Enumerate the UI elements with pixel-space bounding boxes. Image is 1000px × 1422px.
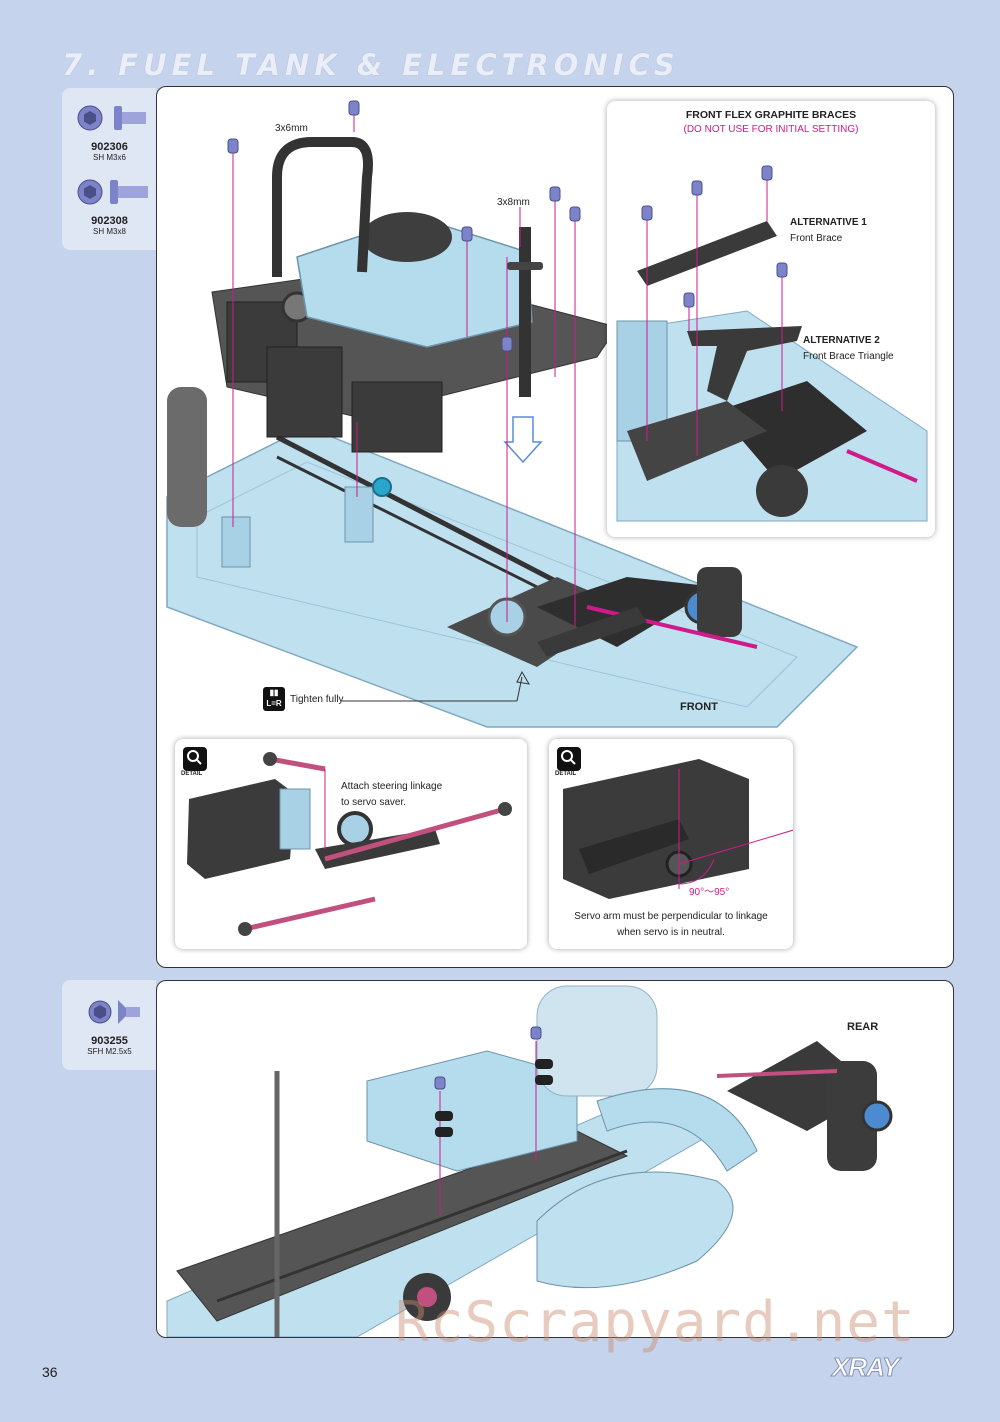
part-code: 903255 [91,1035,128,1047]
alt2-desc: Front Brace Triangle [803,351,894,362]
part-code: 902306 [91,141,128,153]
detail-magnify-icon [183,747,207,771]
tighten-label: Tighten fully [290,694,344,705]
assembly-panel-rear: REAR [156,980,954,1338]
front-label: FRONT [680,701,718,713]
label-3x6mm: 3x6mm [275,123,308,134]
inset-title: FRONT FLEX GRAPHITE BRACES [685,109,857,121]
rear-label: REAR [847,1021,879,1033]
page-number: 36 [42,1364,58,1380]
inset-front-flex-braces: FRONT FLEX GRAPHITE BRACES (DO NOT USE F… [607,101,935,537]
label-3x8mm: 3x8mm [497,197,530,208]
inset-subtitle: (DO NOT USE FOR INITIAL SETTING) [683,124,859,135]
assembly-panel-main: ▮▮L=R Tighten fully 3x6mm 3x8mm FRONT [156,86,954,968]
tighten-icon: ▮▮L=R [263,687,285,711]
brand-logo: XRAY [831,1352,899,1383]
part-code: 902308 [91,215,128,227]
detail1-text-line2: to servo saver. [341,797,407,808]
parts-list-bottom: 903255 SFH M2.5x5 [62,980,156,1070]
alt1-title: ALTERNATIVE 1 [790,217,867,228]
alt1-desc: Front Brace [790,233,843,244]
page-title: 7. FUEL TANK & ELECTRONICS [62,48,680,82]
detail1-text-line1: Attach steering linkage [341,781,443,792]
alt2-title: ALTERNATIVE 2 [803,335,880,346]
steering-linkage-illustration [187,752,512,936]
rear-assembly-illustration [166,985,893,1337]
part-desc: SH M3x8 [93,227,126,236]
detail-steering-linkage: DETAIL Attach steering linkage to servo … [175,739,527,949]
assembly-illustration [166,100,859,728]
detail2-text-line1: Servo arm must be perpendicular to linka… [574,911,768,922]
part-902306: 902306 SH M3x6 [62,100,157,162]
part-desc: SFH M2.5x5 [87,1047,132,1056]
detail2-text-line2: when servo is in neutral. [617,927,725,938]
screw-sh-m3x8-icon [77,179,148,205]
screw-sh-m3x6-icon [77,105,146,131]
angle-label: 90°～95° [689,887,730,898]
detail-magnify-icon [557,747,581,771]
part-903255: 903255 SFH M2.5x5 [62,994,157,1056]
watermark: RcScrapyard.net [395,1290,916,1355]
part-desc: SH M3x6 [93,153,126,162]
screw-sfh-m2-5x5-icon [88,1000,140,1024]
detail-badge-label: DETAIL [555,771,577,777]
braces-illustration [616,165,928,522]
detail-badge-label: DETAIL [181,771,203,777]
parts-list-top: 902306 SH M3x6 902308 SH M3x8 [62,88,156,250]
part-902308: 902308 SH M3x8 [62,174,157,236]
detail-servo-arm-angle: DETAIL 90°～95° Servo arm must be perpend… [549,739,793,949]
servo-arm-illustration [563,759,793,899]
